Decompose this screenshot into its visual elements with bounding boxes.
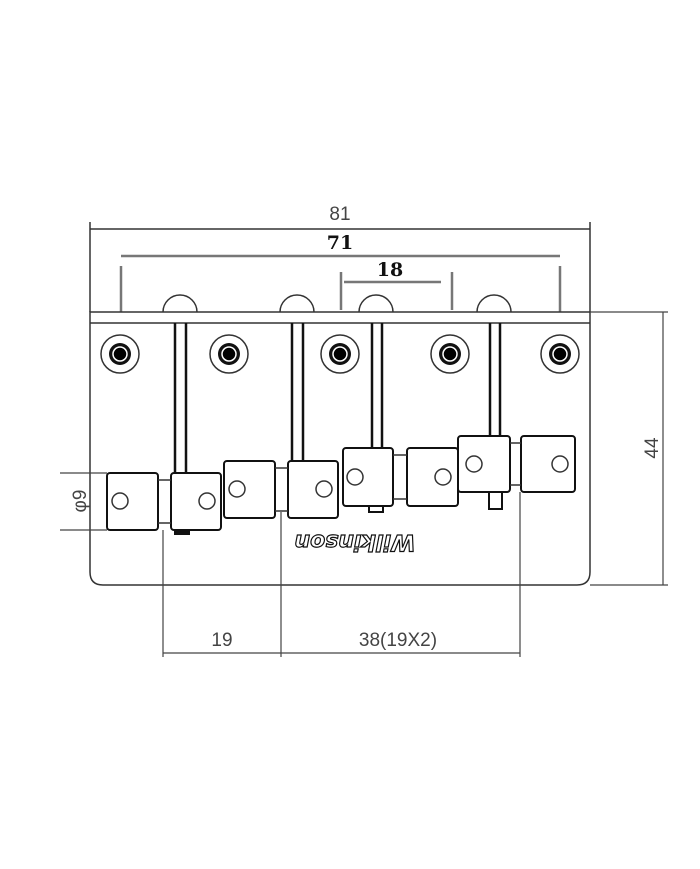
wilkinson-logo: Wilkinson	[294, 528, 416, 554]
dimension-44: 44	[590, 311, 668, 586]
dimension-81-label: 81	[329, 204, 350, 225]
svg-text:Wilkinson: Wilkinson	[294, 529, 415, 554]
dimension-71: 71	[119, 232, 562, 312]
dimension-81: 81	[89, 204, 591, 312]
mounting-hole	[100, 334, 140, 374]
saddle-3	[342, 447, 459, 513]
mounting-holes	[100, 334, 580, 374]
mounting-hole	[209, 334, 249, 374]
dimension-phi9-label: φ9	[70, 490, 91, 513]
saddle-1	[106, 472, 222, 535]
dimension-44-label: 44	[642, 437, 663, 459]
saddle-4	[457, 435, 576, 510]
dimension-spacing: 19 38(19X2)	[162, 492, 521, 657]
mounting-hole	[540, 334, 580, 374]
dimension-19-label: 19	[211, 630, 232, 651]
saddle-screw-heads	[162, 294, 512, 313]
dimension-18: 18	[339, 259, 454, 310]
base-plate	[89, 311, 591, 586]
dimension-phi9: φ9	[60, 472, 107, 531]
dimension-18-label: 18	[377, 259, 403, 281]
mounting-hole	[430, 334, 470, 374]
dimension-38-label: 38(19X2)	[359, 630, 437, 651]
saddle-2	[223, 460, 339, 519]
mounting-hole	[320, 334, 360, 374]
dimension-71-label: 71	[327, 232, 353, 254]
intonation-rods	[173, 323, 502, 474]
